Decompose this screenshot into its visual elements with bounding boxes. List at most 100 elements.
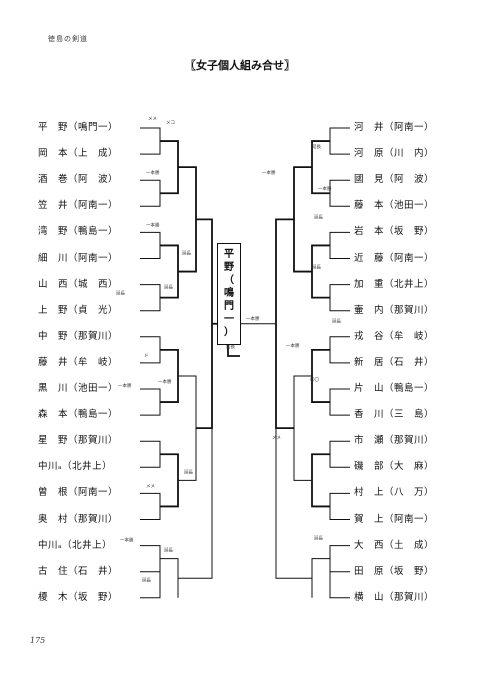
right-player-entry: 藤 本（池田一）	[354, 200, 434, 212]
player-team: （上 成）	[68, 148, 119, 160]
player-name: 酒 巻	[38, 174, 69, 186]
right-player-entry: 河 井（阿南一）	[354, 122, 434, 134]
match-annotation: 一本勝	[262, 169, 276, 176]
right-player-entry: 戎 谷（牟 岐）	[354, 331, 434, 343]
player-name: 森 本	[38, 409, 69, 421]
match-annotation: 延長	[182, 250, 191, 257]
player-team: （那賀川）	[68, 435, 119, 447]
player-team: （阿南一）	[68, 252, 119, 264]
player-team: （北井上）	[384, 278, 435, 290]
match-annotation: 延長	[142, 577, 151, 584]
match-annotation: 延長	[314, 213, 323, 220]
bracket-line	[140, 284, 161, 312]
match-annotation: 延長	[164, 284, 173, 291]
match-annotation: 一本勝	[118, 382, 132, 389]
player-name: 中川ₐ	[38, 461, 63, 473]
match-annotation: 延長	[312, 264, 321, 271]
player-team: （石 井）	[384, 356, 435, 368]
bracket-line	[329, 388, 350, 416]
bracket-line	[140, 127, 161, 155]
left-player-entry: 山 西（城 西）	[38, 279, 118, 291]
match-annotation: 一本勝	[146, 221, 160, 228]
bracket-line	[311, 348, 330, 403]
right-player-entry: 片 山（鴨島一）	[354, 383, 434, 395]
champion-char: 鳴	[224, 288, 234, 299]
left-player-entry: 岡 本（上 成）	[38, 148, 118, 160]
player-name: 市 瀬	[354, 435, 385, 447]
player-team: （阿 波）	[384, 174, 435, 186]
bracket-title: 〖女子個人組み合せ〗	[185, 59, 295, 72]
player-name: 加 重	[354, 278, 385, 290]
bracket-line	[196, 218, 213, 430]
player-team: （鳴門一）	[68, 122, 119, 133]
bracket-line	[311, 558, 330, 598]
bracket-line	[140, 179, 161, 207]
right-player-entry: 香 川（三 島）	[354, 409, 434, 421]
match-annotation: 一本勝	[286, 342, 300, 349]
player-team: （那賀川）	[384, 435, 435, 447]
player-name: 戎 谷	[354, 330, 385, 342]
bracket-line	[140, 558, 161, 599]
bracket-line	[329, 440, 350, 468]
right-player-entry: 大 西（土 成）	[354, 540, 434, 552]
match-annotation: 一本勝	[318, 185, 332, 192]
bracket-line	[329, 336, 350, 364]
player-team: （牟 岐）	[384, 330, 435, 342]
bracket-line	[329, 492, 350, 520]
match-annotation: メメ	[272, 436, 281, 441]
player-name: 香 川	[354, 409, 385, 421]
right-player-entry: 岩 本（坂 野）	[354, 226, 434, 238]
bracket-line	[329, 284, 350, 312]
bracket-line	[329, 545, 350, 573]
player-name: 國 見	[354, 174, 385, 186]
left-player-entry: 星 野（那賀川）	[38, 435, 118, 447]
player-name: 磯 部	[354, 461, 385, 473]
bracket-line	[311, 244, 330, 299]
player-team: （坂 野）	[68, 591, 119, 603]
left-player-entry: 細 川（阿南一）	[38, 253, 118, 265]
right-player-entry: 河 原（川 内）	[354, 148, 434, 160]
player-team: （鴨島一）	[68, 409, 119, 421]
match-annotation: 延長	[116, 290, 125, 297]
player-name: 岡 本	[38, 148, 69, 160]
player-team: （牟 岐）	[68, 356, 119, 368]
player-team: （川 内）	[384, 148, 435, 160]
player-team: （土 成）	[384, 539, 435, 551]
bracket-line	[160, 348, 179, 403]
bracket-line	[140, 492, 161, 520]
player-team: （那賀川）	[68, 513, 119, 525]
match-annotation: 延長	[226, 343, 235, 350]
left-player-entry: 湾 野（鴨島一）	[38, 226, 118, 238]
right-player-entry: 近 藤（阿南一）	[354, 253, 434, 265]
player-name: 藤 本	[354, 200, 385, 212]
player-team: （北井上）	[62, 461, 113, 473]
right-player-entry: 壷 内（那賀川）	[354, 305, 434, 317]
left-player-entry: 黒 川（池田一）	[38, 383, 118, 395]
bracket-line	[140, 440, 161, 468]
left-player-entry: 平 野（鳴門一）	[38, 122, 118, 134]
player-name: 藤 井	[38, 356, 69, 368]
player-team: （阿南一）	[68, 487, 119, 499]
player-team: （北井上）	[62, 539, 113, 551]
player-team: （阿南一）	[68, 200, 119, 212]
left-player-entry: 榎 木（坂 野）	[38, 592, 118, 604]
player-name: 大 西	[354, 539, 385, 551]
match-annotation: 〇〇	[310, 377, 319, 383]
champion-box: 平野（鳴門一）	[217, 243, 241, 345]
player-team: （阿南一）	[384, 122, 435, 133]
player-name: 細 川	[38, 252, 69, 264]
left-player-entry: 森 本（鴨島一）	[38, 409, 118, 421]
bracket-line	[329, 127, 350, 155]
bracket-line	[160, 558, 179, 598]
bracket-line	[293, 166, 312, 273]
match-annotation: 延長	[314, 535, 323, 542]
bracket-line	[196, 428, 213, 579]
match-annotation: 一本勝	[120, 537, 134, 544]
bracket-line	[178, 375, 197, 481]
player-name: 平 野	[38, 122, 69, 133]
right-player-entry: 加 重（北井上）	[354, 279, 434, 291]
player-name: 岩 本	[354, 226, 385, 238]
match-annotation: 一本勝	[146, 169, 160, 176]
match-annotation: 延長	[332, 318, 341, 325]
player-name: 近 藤	[354, 252, 385, 264]
